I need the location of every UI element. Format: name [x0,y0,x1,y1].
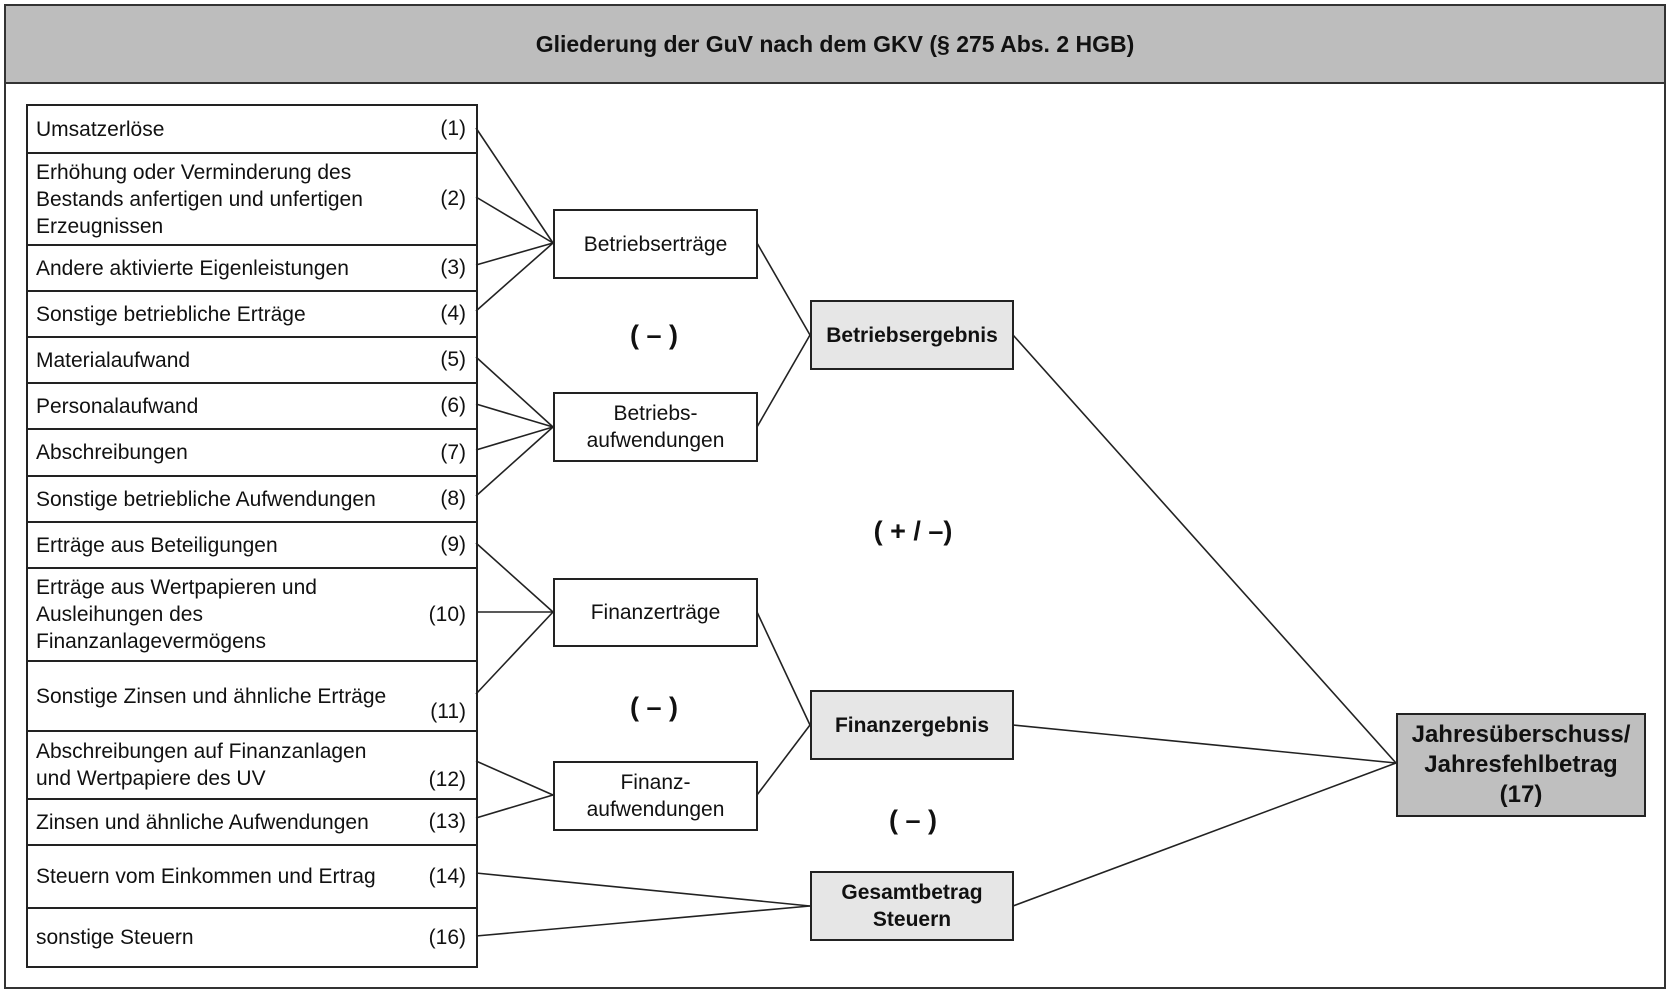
connector-13 [475,794,554,819]
connector-4 [475,242,554,312]
item-number: (4) [440,302,466,325]
jahresueberschuss-box: Jahresüberschuss/ Jahresfehlbetrag (17) [1396,713,1646,817]
betriebsertraege-box: Betriebserträge [553,209,758,279]
list-item: Personalaufwand (6) [28,382,476,428]
item-label: Sonstige Zinsen und ähnliche Erträge [36,684,387,708]
connector-finanzertraege [756,611,811,726]
connector-finanzergebnis [1012,724,1397,764]
item-label: sonstige Steuern [36,926,194,949]
finanzergebnis-box: Finanzergebnis [810,690,1014,760]
connector-betriebsaufwendungen [756,334,811,428]
position-list: Umsatzerlöse (1) Erhöhung oder Verminder… [26,104,478,968]
list-item: Umsatzerlöse (1) [28,106,476,152]
list-item: Abschreibungen (7) [28,428,476,475]
item-label: Erträge aus Beteiligungen [36,533,278,557]
item-label: Sonstige betriebliche Aufwendungen [36,487,376,511]
list-item: Erträge aus Beteiligungen (9) [28,521,476,567]
connector-5 [475,356,554,428]
connector-6 [475,403,554,428]
item-number: (16) [428,925,466,949]
item-label: Sonstige betriebliche Erträge [36,302,306,326]
connector-14 [475,872,811,907]
list-item: Abschreibungen auf Finanzanlagen und Wer… [28,730,476,798]
finanzaufwendungen-box: Finanz- aufwendungen [553,761,758,831]
connector-12 [475,760,554,796]
item-label: Umsatzerlöse [36,117,165,141]
list-item: Sonstige betriebliche Aufwendungen (8) [28,475,476,521]
item-number: (10) [428,602,466,626]
steuern-box: Gesamtbetrag Steuern [810,871,1014,941]
connector-7 [475,426,554,451]
item-number: (2) [440,187,466,210]
connector-1 [475,127,554,244]
connector-2 [475,196,554,244]
list-item: Materialaufwand (5) [28,336,476,382]
item-number: (13) [428,810,466,833]
operator-minus-steuern: ( – ) [888,805,937,835]
diagram-title: Gliederung der GuV nach dem GKV (§ 275 A… [4,4,1666,84]
finanzertraege-box: Finanzerträge [553,578,758,647]
item-number: (11) [430,700,466,723]
connector-9 [475,542,554,613]
item-label: Erträge aus Wertpapieren und Ausleihunge… [36,576,317,653]
item-label: Materialaufwand [36,348,191,372]
item-label: Erhöhung oder Verminderung des Bestands … [36,160,363,238]
list-item: Erhöhung oder Verminderung des Bestands … [28,152,476,244]
item-number: (12) [428,768,466,791]
betriebsergebnis-box: Betriebsergebnis [810,300,1014,370]
connector-16 [475,905,811,937]
connector-11 [475,611,554,695]
betriebsaufwendungen-box: Betriebs- aufwendungen [553,392,758,462]
connector-betriebsergebnis [1012,334,1397,764]
list-item: Andere aktivierte Eigenleistungen (3) [28,244,476,290]
item-label: Andere aktivierte Eigenleistungen [36,256,349,280]
item-number: (1) [440,117,466,140]
list-item: Sonstige Zinsen und ähnliche Erträge (11… [28,660,476,730]
item-number: (9) [440,533,466,556]
list-item: Zinsen und ähnliche Aufwendungen (13) [28,798,476,844]
item-number: (5) [440,348,466,371]
connector-betriebsertraege [756,242,811,336]
item-number: (8) [440,487,466,510]
connector-finanzaufwendungen [756,724,811,796]
list-item: Sonstige betriebliche Erträge (4) [28,290,476,336]
item-label: Zinsen und ähnliche Aufwendungen [36,810,369,834]
operator-minus-betrieb: ( – ) [629,320,678,350]
item-number: (6) [440,394,466,417]
operator-minus-finanz: ( – ) [629,692,678,722]
connector-8 [475,426,554,497]
item-label: Abschreibungen auf Finanzanlagen und Wer… [36,740,367,790]
list-item: Steuern vom Einkommen und Ertrag (14) [28,844,476,907]
connector-steuern [1012,762,1397,907]
item-number: (14) [428,864,466,888]
operator-plus-minus: ( + / –) [873,516,953,546]
item-label: Personalaufwand [36,394,199,418]
list-item: Erträge aus Wertpapieren und Ausleihunge… [28,567,476,660]
item-label: Abschreibungen [36,441,188,464]
item-number: (7) [440,440,466,464]
item-number: (3) [440,256,466,279]
connector-3 [475,242,554,266]
item-label: Steuern vom Einkommen und Ertrag [36,865,376,888]
list-item: sonstige Steuern (16) [28,907,476,966]
